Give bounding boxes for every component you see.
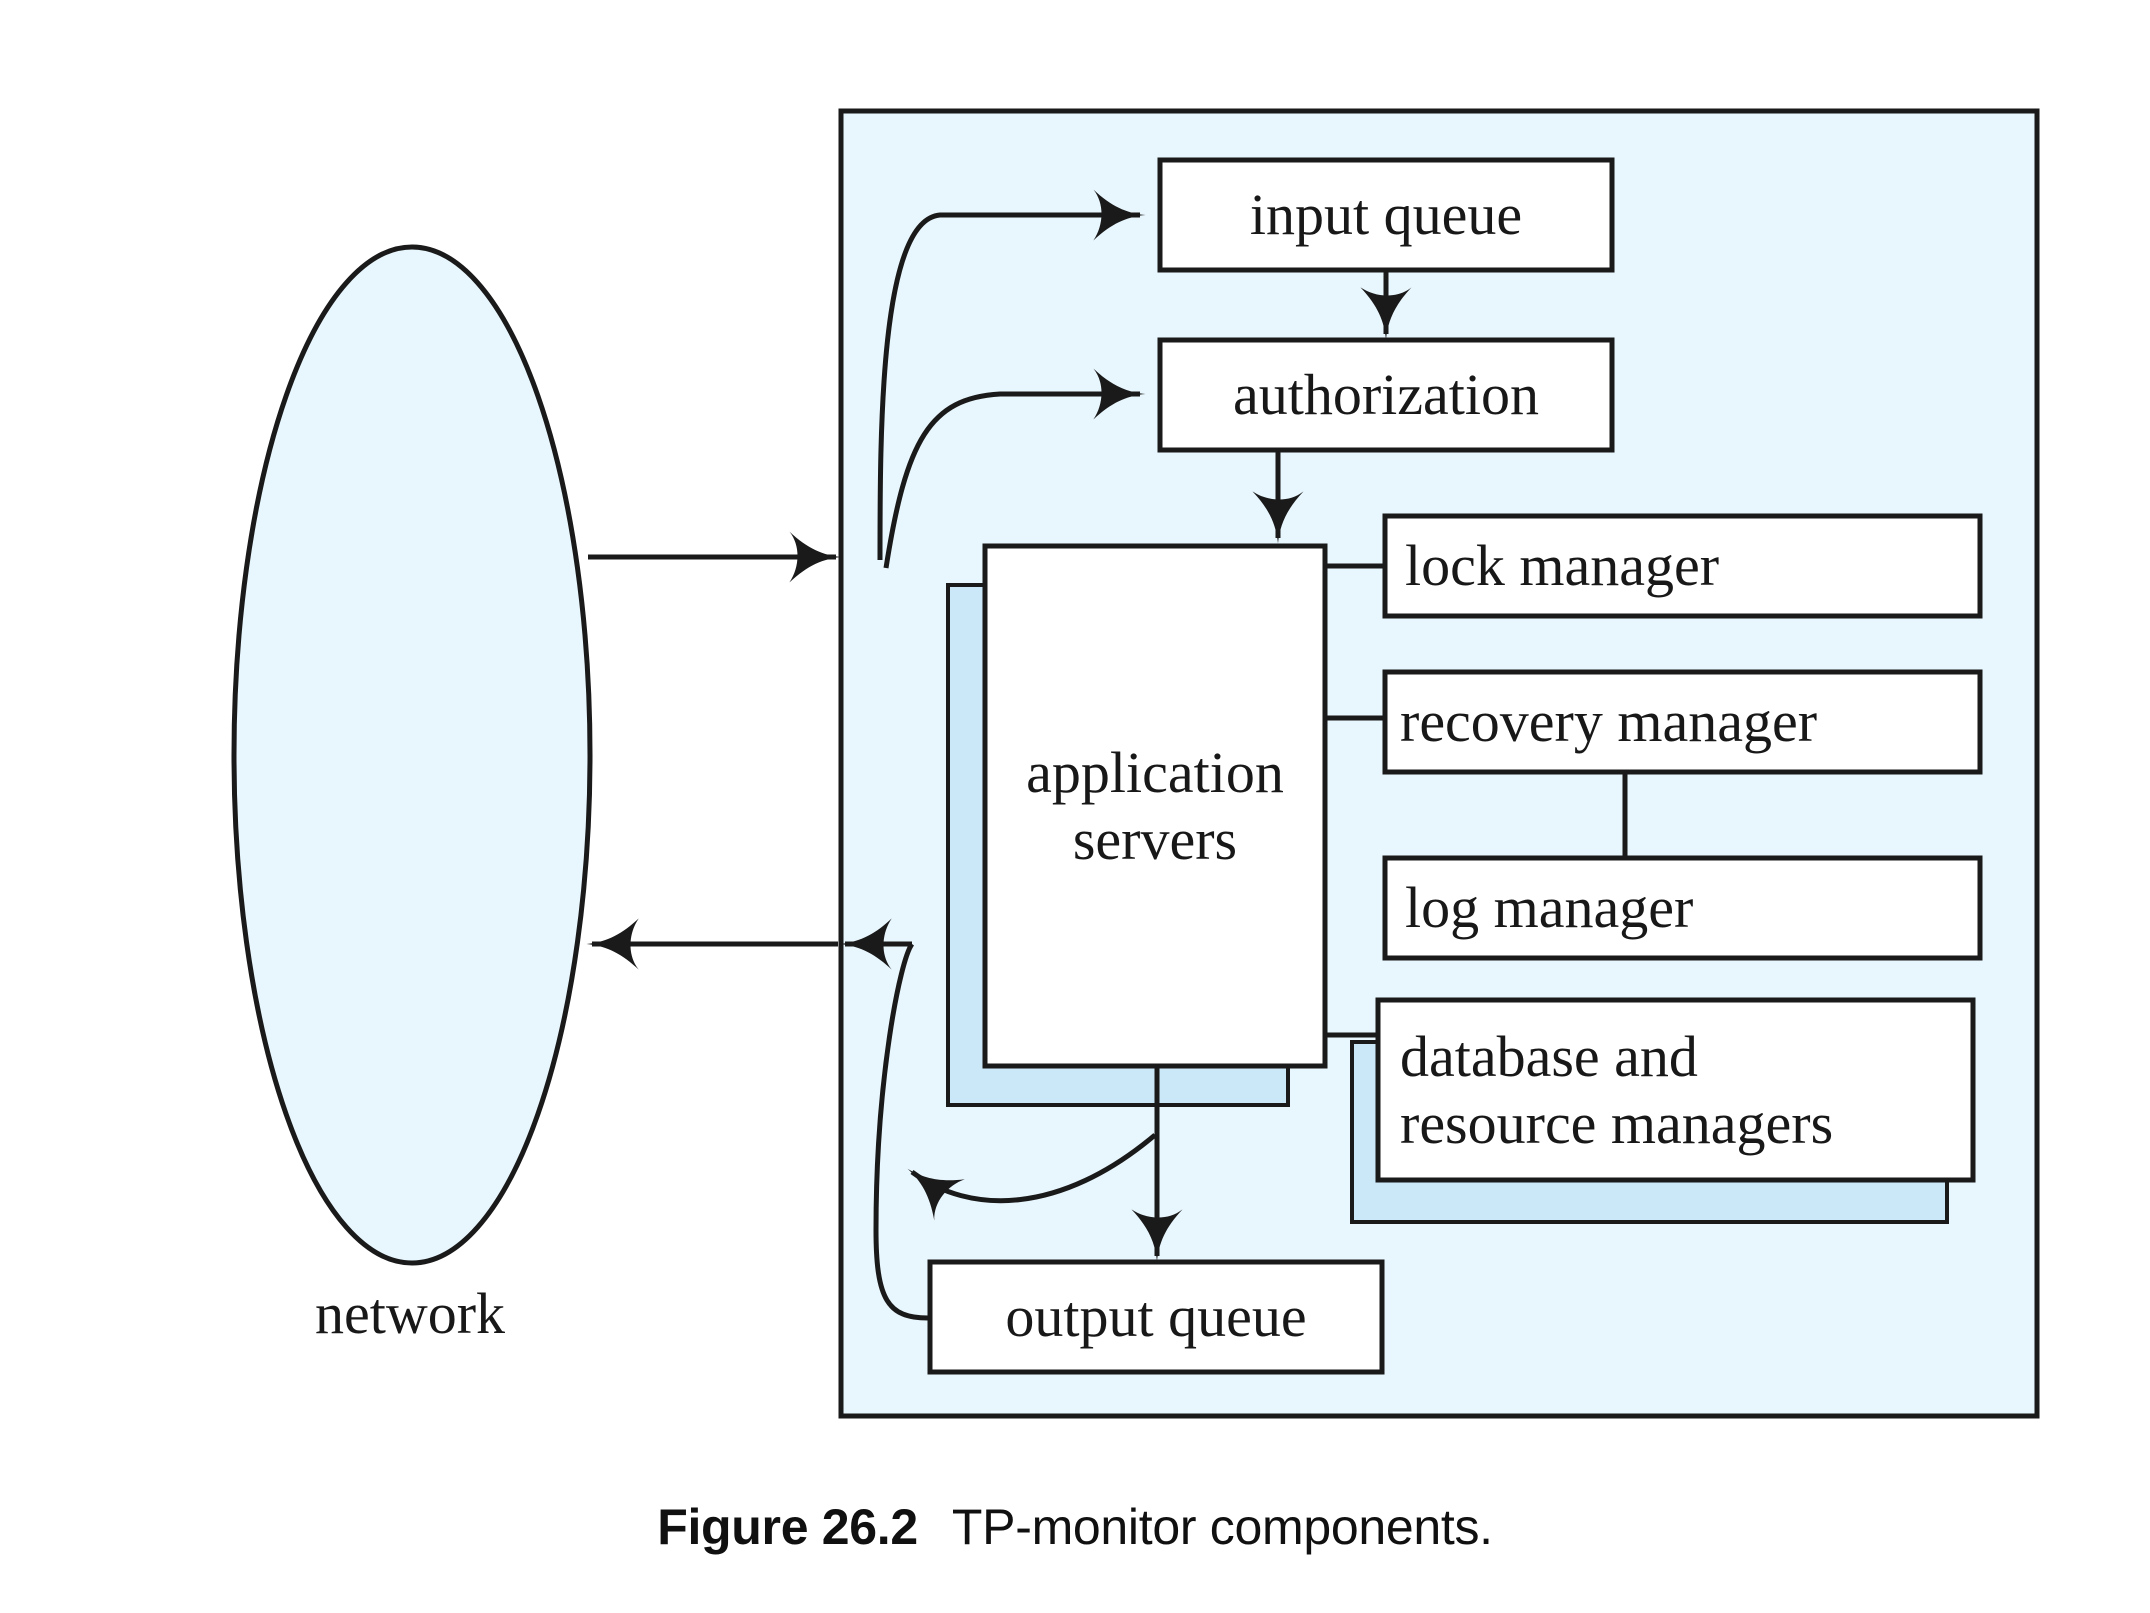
network-ellipse	[231, 244, 593, 1266]
edge-entry-to-authorization	[883, 368, 1146, 569]
application-servers-box[interactable]	[982, 543, 1328, 1069]
edge-output-queue-to-network-return	[873, 942, 929, 1321]
authorization-box[interactable]	[1157, 337, 1615, 453]
log-manager-box[interactable]	[1382, 855, 1983, 961]
edge-entry-to-input-queue	[877, 189, 1146, 561]
recovery-manager-box[interactable]	[1382, 669, 1983, 775]
figure-caption-number: Figure 26.2	[657, 1499, 918, 1555]
figure-caption-text: TP-monitor components.	[951, 1499, 1493, 1555]
lock-manager-box[interactable]	[1382, 513, 1983, 619]
figure-caption: Figure 26.2 TP-monitor components.	[0, 1498, 2150, 1556]
output-queue-box[interactable]	[927, 1259, 1385, 1375]
edge-application-servers-reply-curve	[907, 1133, 1157, 1221]
database-managers-box[interactable]	[1375, 997, 1976, 1183]
network-label: network	[314, 1281, 506, 1346]
input-queue-box[interactable]	[1157, 157, 1615, 273]
